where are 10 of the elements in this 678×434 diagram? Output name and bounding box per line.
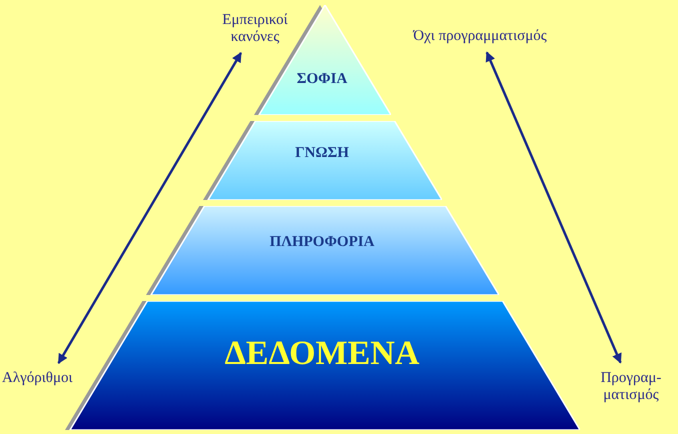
side-label: Όχι προγραμματισμός	[395, 28, 565, 45]
side-label: Προγραμ- ματισμός	[585, 370, 677, 404]
double-arrow	[57, 52, 242, 364]
double-arrow	[486, 51, 622, 364]
tier-label: ΣΟΦΙΑ	[296, 70, 348, 87]
side-label: Εμπειρικοί κανόνες	[205, 12, 305, 46]
tier-label: ΔΕΔΟΜΕΝΑ	[224, 334, 420, 372]
side-label: Αλγόριθμοι	[2, 370, 97, 387]
tier-label: ΓΝΩΣΗ	[295, 145, 349, 162]
tier-label: ΠΛΗΡΟΦΟΡΙΑ	[270, 234, 374, 250]
